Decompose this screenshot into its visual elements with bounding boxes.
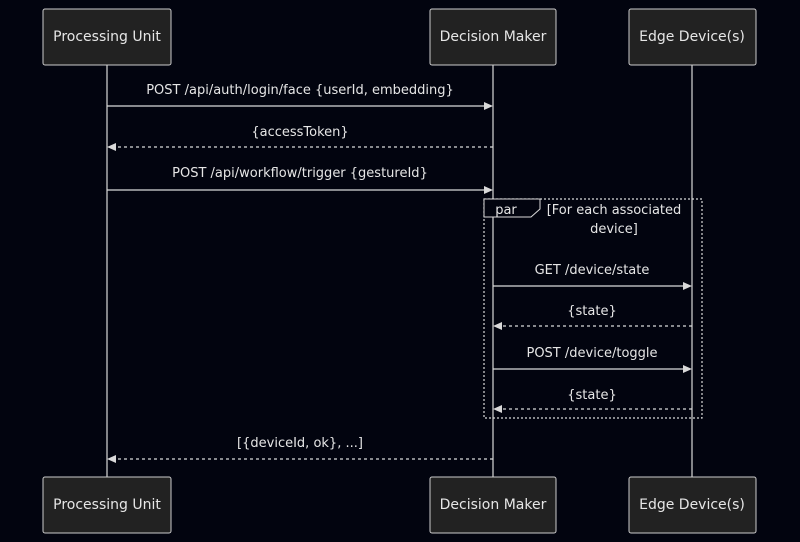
actor-label: Edge Device(s) — [639, 29, 745, 45]
arrowhead-icon — [484, 186, 493, 194]
arrowhead-icon — [493, 322, 502, 330]
arrowhead-icon — [107, 143, 116, 151]
actor-label: Processing Unit — [53, 497, 161, 513]
message-results: [{deviceId, ok}, ...] — [107, 436, 493, 463]
message-post-device-toggle: POST /device/toggle — [493, 346, 692, 373]
par-frame — [483, 198, 703, 419]
par-condition-line-1: [For each associated — [547, 203, 682, 218]
par-keyword: par — [495, 203, 517, 218]
message-label: POST /api/auth/login/face {userId, embed… — [146, 83, 454, 98]
par-condition-line-2: device] — [590, 222, 638, 237]
message-label: {state} — [567, 304, 616, 319]
actor-edge-devices-bottom: Edge Device(s) — [628, 476, 757, 534]
actor-decision-maker-bottom: Decision Maker — [429, 476, 557, 534]
actor-edge-devices-top: Edge Device(s) — [628, 8, 757, 66]
message-label: POST /device/toggle — [526, 346, 657, 361]
arrowhead-icon — [107, 455, 116, 463]
arrowhead-icon — [683, 282, 692, 290]
arrowhead-icon — [493, 405, 502, 413]
message-get-device-state: GET /device/state — [493, 263, 692, 290]
arrowhead-icon — [683, 365, 692, 373]
actor-decision-maker-top: Decision Maker — [429, 8, 557, 66]
message-state-reply-1: {state} — [493, 304, 692, 330]
actor-processing-unit-bottom: Processing Unit — [42, 476, 172, 534]
message-label: {state} — [567, 388, 616, 403]
message-login-face: POST /api/auth/login/face {userId, embed… — [107, 83, 493, 110]
actor-label: Edge Device(s) — [639, 497, 745, 513]
message-workflow-trigger: POST /api/workflow/trigger {gestureId} — [107, 166, 493, 194]
par-fragment: par [For each associated device] — [483, 198, 703, 419]
arrowhead-icon — [484, 102, 493, 110]
actor-label: Decision Maker — [440, 29, 547, 45]
message-label: POST /api/workflow/trigger {gestureId} — [172, 166, 428, 181]
actor-processing-unit-top: Processing Unit — [42, 8, 172, 66]
message-label: {accessToken} — [251, 125, 348, 140]
message-state-reply-2: {state} — [493, 388, 692, 413]
actor-label: Processing Unit — [53, 29, 161, 45]
message-access-token: {accessToken} — [107, 125, 493, 151]
par-tab — [483, 198, 541, 218]
message-label: [{deviceId, ok}, ...] — [237, 436, 363, 451]
actor-label: Decision Maker — [440, 497, 547, 513]
message-label: GET /device/state — [535, 263, 650, 278]
